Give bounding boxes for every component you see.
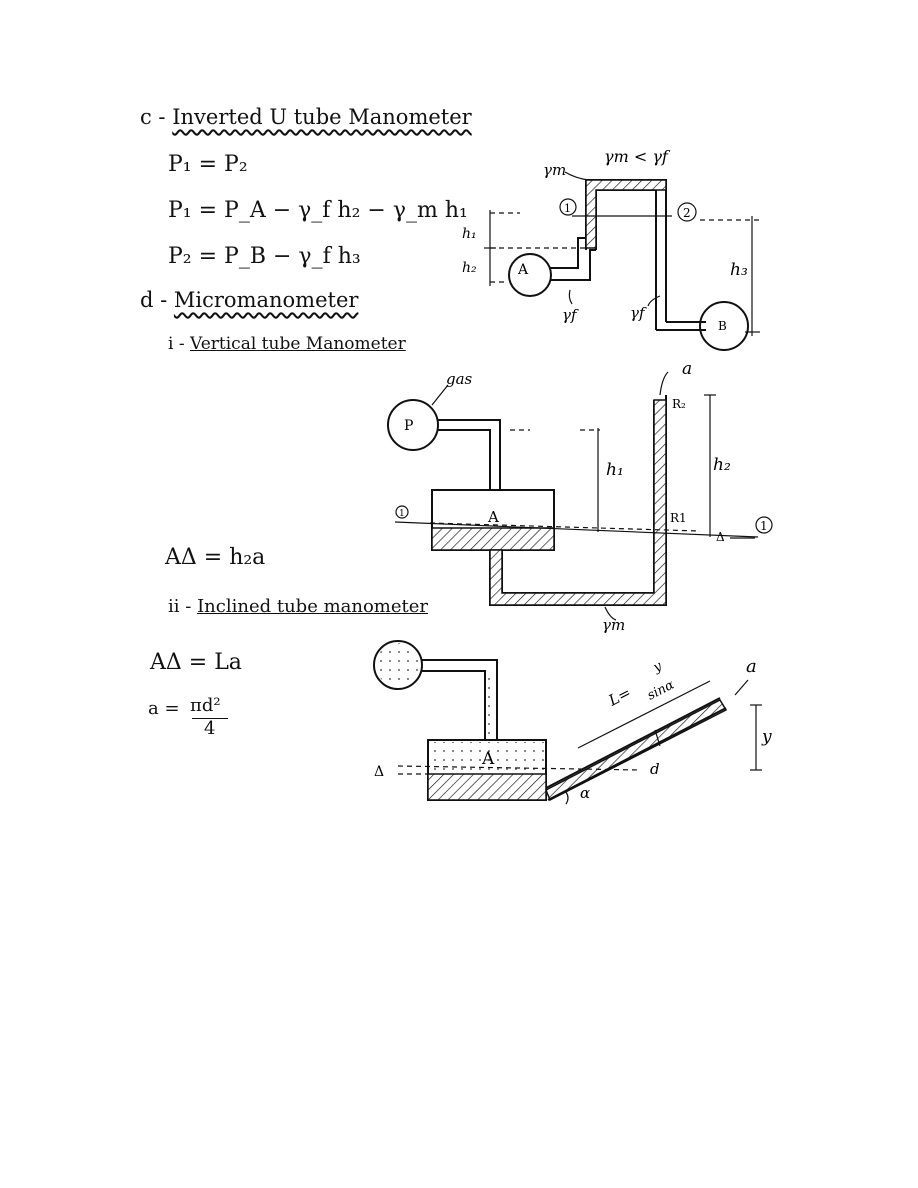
section-ii-title: Inclined tube manometer (197, 596, 429, 617)
gas-pointer (431, 384, 449, 406)
bottom-tube-outer (489, 395, 667, 606)
marker-right-circle (755, 516, 773, 534)
equation-p1-equals-p2: P₁ = P₂ (168, 152, 248, 177)
tube-a-inner (550, 249, 596, 281)
pipe-a-circle (508, 253, 552, 297)
manometer-fluid (489, 399, 667, 606)
inclined-tube-bottom (547, 707, 727, 801)
gamma-m-pointer (604, 606, 617, 621)
h3-label: h₃ (730, 260, 748, 280)
gas-label: gas (446, 370, 473, 388)
equation-inclined: AΔ = La (150, 650, 242, 675)
delta-label: Δ (716, 530, 725, 544)
a-pointer (734, 679, 749, 696)
h2-label: h₂ (713, 455, 731, 475)
inverted-u-outer (585, 179, 667, 322)
pipe-b-label: B (718, 319, 727, 333)
inverted-u-inner (595, 189, 657, 330)
pipe-a-label: A (517, 262, 529, 278)
h2-label: h₂ (462, 260, 477, 276)
reservoir-fluid (427, 773, 547, 801)
h1-label: h₁ (462, 226, 477, 242)
equation-p1: P₁ = P_A − γ_f h₂ − γ_m h₁ (168, 198, 468, 223)
d-marker (654, 729, 661, 747)
equation-area-lhs: a = (148, 698, 180, 719)
area-a-label: a (682, 359, 692, 379)
section-ii-prefix: ii - (168, 596, 192, 617)
alpha-arc (565, 791, 569, 805)
gamma-m-label: γm (543, 161, 566, 179)
manometer-fluid-top (585, 179, 667, 249)
alpha-label: α (580, 784, 590, 802)
section-i-title: Vertical tube Manometer (190, 334, 406, 354)
datum-line (394, 521, 759, 538)
inclined-tube-figure: A Δ L= y sinα a y d α (373, 640, 772, 805)
d-label: d (650, 760, 660, 778)
gamma-m-label: γm (602, 616, 625, 634)
gamma-f-right-label: γf (630, 304, 647, 322)
fraction-bar (192, 718, 228, 719)
marker-left-label: 1 (399, 509, 405, 519)
point-p-label: P (404, 418, 413, 434)
inclined-tube-top (545, 697, 721, 789)
reservoir-fluid (431, 527, 555, 551)
condition-label: γm < γf (604, 147, 671, 166)
inclined-tube-fluid (545, 699, 728, 802)
equation-vertical: AΔ = h₂a (165, 545, 266, 570)
section-d-heading: d - Micromanometer (140, 288, 358, 312)
L-dimension (577, 680, 711, 749)
tube-a-outer (550, 237, 588, 269)
marker-right-label: 1 (760, 519, 768, 533)
pipe-b-circle (699, 301, 749, 351)
area-a-label: a (746, 656, 757, 677)
section-i-prefix: i - (168, 334, 185, 354)
tube-inner (421, 670, 486, 740)
vessel-circle (373, 640, 423, 690)
y-label: y (761, 727, 772, 747)
section-ii-heading: ii - Inclined tube manometer (168, 596, 428, 617)
a-pointer (659, 371, 669, 396)
gamma-f-left-label: γf (562, 306, 579, 324)
vessel-fill (376, 643, 420, 687)
point-2-label: 2 (683, 206, 691, 220)
delta-label: Δ (374, 764, 384, 780)
inverted-u-tube-figure: γm γm < γf 1 2 h₁ h₂ h₃ A B γf γf (462, 147, 760, 351)
marker-left-circle (395, 505, 409, 519)
gamma-m-pointer (564, 171, 589, 181)
L-numerator-label: y (650, 659, 665, 676)
gas-tube-outer (437, 419, 501, 490)
vertical-tube-figure: gas P a R₂ R1 h₁ h₂ A Δ 1 1 γm (387, 359, 773, 634)
gamma-f-right-pointer (647, 295, 661, 307)
point-1-label: 1 (564, 202, 571, 215)
section-c-heading: c - Inverted U tube Manometer (140, 105, 472, 129)
area-A-label: A (481, 749, 495, 769)
tube-fill (485, 671, 497, 741)
h1-label: h₁ (606, 460, 624, 480)
L-lhs-label: L= (605, 683, 634, 710)
initial-level-line (429, 522, 701, 532)
section-d-title: Micromanometer (173, 288, 359, 312)
section-d-prefix: d - (140, 288, 168, 312)
section-i-heading: i - Vertical tube Manometer (168, 334, 406, 354)
equation-p2: P₂ = P_B − γ_f h₃ (168, 244, 361, 269)
gas-vessel-circle (387, 399, 439, 451)
point-2-circle (677, 202, 697, 222)
section-c-prefix: c - (140, 105, 166, 129)
r2-label: R₂ (672, 397, 686, 411)
gas-tube-inner (437, 429, 491, 490)
bottom-tube-inner (501, 400, 655, 594)
equation-area-denominator: 4 (204, 718, 216, 739)
point-1-circle (559, 198, 577, 216)
r1-label: R1 (670, 511, 687, 525)
gamma-f-left-pointer (568, 289, 573, 305)
initial-level (397, 765, 641, 771)
equation-area-numerator: πd² (190, 695, 221, 716)
section-c-title: Inverted U tube Manometer (172, 105, 472, 129)
area-A-label: A (487, 508, 499, 526)
